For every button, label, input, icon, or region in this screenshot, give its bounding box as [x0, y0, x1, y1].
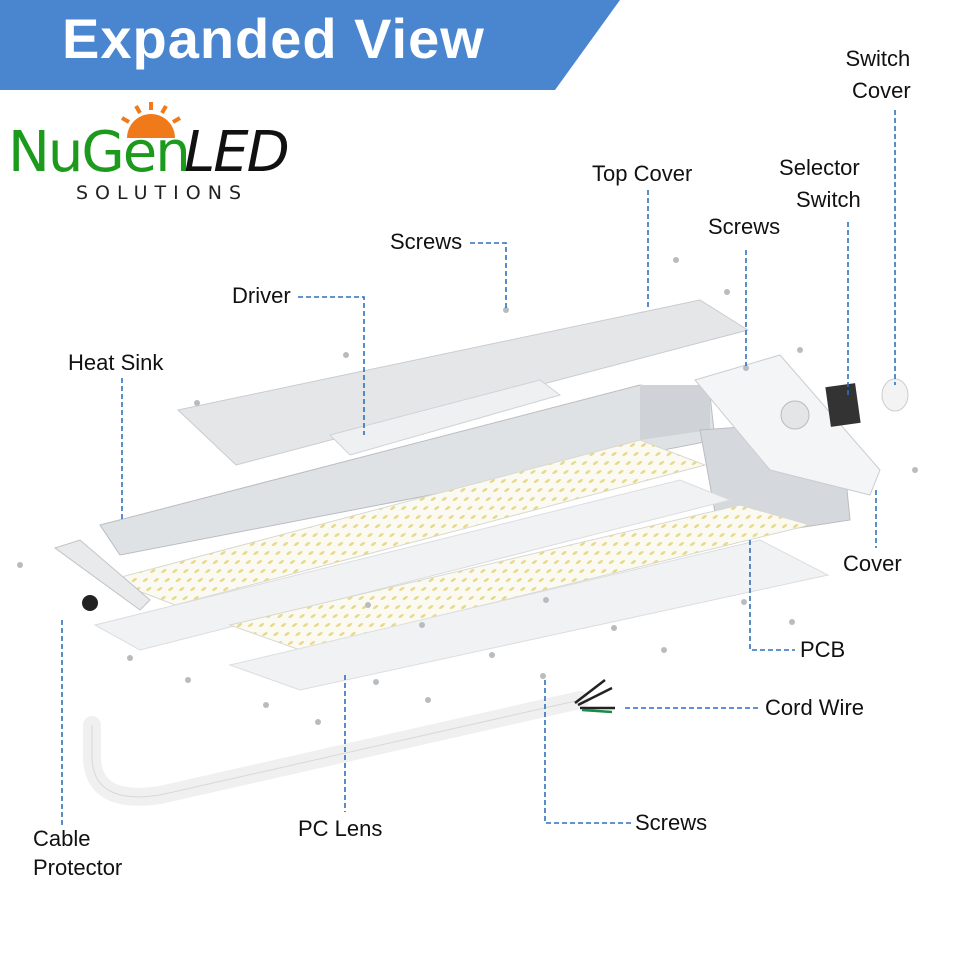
label-line: Switch — [845, 46, 911, 71]
cord — [83, 691, 589, 806]
nugenled-logo: NuGen LED SOLUTIONS — [8, 100, 290, 210]
label-line: Cable — [33, 826, 91, 851]
pc-lens-sheet-2 — [228, 539, 830, 691]
label-cover: Cover — [843, 551, 902, 576]
top-cover — [176, 299, 750, 466]
label-line: Switch — [796, 187, 861, 212]
heat-sink — [99, 384, 716, 556]
label-line: Protector — [33, 855, 123, 880]
label-top-cover: Top Cover — [592, 161, 693, 186]
label-line: Selector — [779, 155, 860, 180]
leader-lines — [61, 110, 896, 825]
screws — [17, 257, 918, 725]
page-title: Expanded View — [62, 7, 485, 70]
selector-switch — [825, 383, 861, 427]
label-switch-cover: Switch Cover — [845, 43, 911, 107]
pcb-board — [108, 439, 707, 606]
label-screws-bottom: Screws — [635, 810, 708, 835]
cable-protector — [82, 595, 98, 611]
driver — [329, 379, 562, 456]
logo-tagline: SOLUTIONS — [76, 182, 248, 204]
pc-lens-sheet — [93, 479, 732, 651]
logo-led: LED — [184, 120, 290, 185]
label-cable-protector: Cable Protector — [33, 824, 122, 882]
label-screws-top: Screws — [390, 229, 463, 254]
label-screws-top-right: Screws — [708, 214, 781, 239]
label-cord-wire: Cord Wire — [765, 695, 865, 720]
label-pcb: PCB — [800, 637, 846, 662]
pcb-board-2 — [228, 504, 812, 651]
logo-nugen: NuGen — [8, 120, 191, 185]
sun-icon — [121, 102, 181, 138]
label-heat-sink: Heat Sink — [68, 350, 164, 375]
label-driver: Driver — [232, 283, 291, 308]
label-pc-lens: PC Lens — [298, 816, 383, 841]
label-selector-switch: Selector Switch — [778, 152, 861, 216]
banner-background — [0, 0, 620, 90]
label-line: Cover — [852, 78, 911, 103]
